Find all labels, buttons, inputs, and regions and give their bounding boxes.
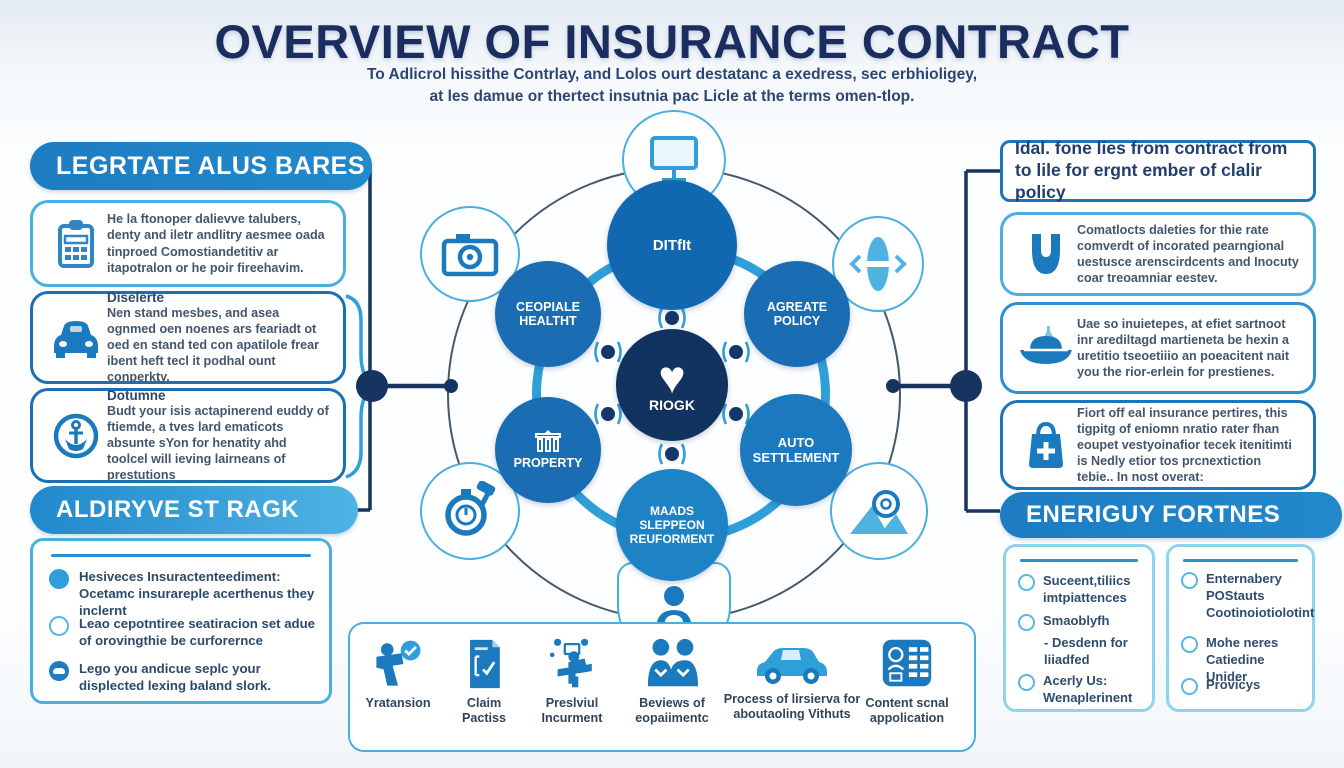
subtitle-line-2: at les damue or thertect insutnia pac Li… bbox=[429, 88, 915, 105]
radiating-person-icon bbox=[594, 341, 622, 363]
divider bbox=[1020, 559, 1138, 562]
divider bbox=[1183, 559, 1298, 562]
left-info-card-3: Dotumne Budt your isis actapinerend eudd… bbox=[30, 388, 346, 483]
bullet-outline-icon bbox=[1181, 636, 1198, 653]
desk-person-icon bbox=[549, 638, 592, 688]
people-icon bbox=[647, 638, 698, 687]
right-list-card-2: Enternabery POStauts Cootinoiotiolotint … bbox=[1166, 544, 1315, 712]
stopwatch-icon bbox=[445, 481, 496, 536]
building-icon bbox=[535, 430, 561, 452]
right-note-card: Idal. fone lies from contract from to li… bbox=[1000, 138, 1316, 202]
toggle-icon bbox=[849, 237, 907, 291]
node-top: DITfIt bbox=[607, 180, 737, 310]
bullet-outline-icon bbox=[49, 616, 69, 636]
bullet-filled-icon bbox=[49, 569, 69, 589]
right-info-card-3: Fiort off eal insurance pertires, this t… bbox=[1000, 400, 1316, 490]
bullet-outline-icon bbox=[1018, 614, 1035, 631]
node-auto-settlement: AUTO SETTLEMENT bbox=[740, 394, 852, 506]
bullet-cloud-icon bbox=[49, 661, 69, 681]
bottom-item-3: Preslviul Incurment bbox=[522, 636, 622, 727]
right-list-card-1: Suceent,tiliics imtpiattences Smaoblyfh … bbox=[1003, 544, 1155, 712]
toggle-bubble bbox=[832, 216, 924, 312]
camera-bubble bbox=[420, 206, 520, 302]
bottom-item-4: Beviews of eopaiimentc bbox=[622, 638, 722, 727]
magnet-icon bbox=[1015, 230, 1077, 278]
node-bottom: MAADS SLEPPEON REUFORMENT bbox=[616, 469, 728, 581]
bottom-item-2: Claim Pactiss bbox=[448, 638, 520, 727]
claim-document-icon bbox=[470, 639, 500, 689]
bottom-item-1: Yratansion bbox=[352, 638, 444, 711]
right-info-card-2: Uae so inuietepes, at efiet sartnoot inr… bbox=[1000, 302, 1316, 394]
search-mountain-icon bbox=[850, 490, 908, 534]
bag-plus-icon bbox=[1015, 420, 1077, 470]
clipboard-calculator-icon bbox=[45, 218, 107, 270]
car-front-icon bbox=[45, 317, 107, 359]
left-bullet-card: Hesiveces Insuractenteediment: Ocetamc i… bbox=[30, 538, 332, 704]
right-section2-header: ENERIGUY FORTNES bbox=[1000, 492, 1342, 538]
radiating-person-icon bbox=[722, 341, 750, 363]
bottom-item-6: Content scnal appolication bbox=[848, 636, 966, 727]
bottom-item-5: Process of lirsierva for aboutaoling Vit… bbox=[712, 642, 872, 723]
dollar-anchor-icon bbox=[45, 411, 107, 461]
subtitle-line-1: To Adlicrol hissithe Contrlay, and Lolos… bbox=[366, 66, 978, 83]
left-info-card-1: He la ftonoper dalievve talubers, denty … bbox=[30, 200, 346, 287]
page-title: OVERVIEW OF INSURANCE CONTRACT bbox=[214, 15, 1130, 68]
bullet-outline-icon bbox=[1181, 572, 1198, 589]
divider bbox=[51, 554, 311, 557]
left-section-header: LEGRTATE ALUS BARES bbox=[30, 142, 372, 190]
left-info-card-2: Diselerte Nen stand mesbes, and asea ogn… bbox=[30, 290, 346, 384]
node-right-upper: AGREATE POLICY bbox=[744, 261, 850, 367]
node-center-risk: ♥ RIOGK bbox=[616, 329, 728, 441]
node-left-upper: CEOPIALE HEALTHT bbox=[495, 261, 601, 367]
radiating-person-icon bbox=[658, 307, 686, 329]
bullet-outline-icon bbox=[1018, 574, 1035, 591]
right-info-card-1: Comatlocts daleties for thie rate comver… bbox=[1000, 212, 1316, 296]
application-grid-icon bbox=[882, 639, 932, 687]
car-icon bbox=[757, 648, 827, 684]
bullet-outline-icon bbox=[1018, 674, 1035, 691]
node-property: PROPERTY bbox=[495, 397, 601, 503]
search-mountain-bubble bbox=[830, 462, 928, 560]
radiating-person-icon bbox=[594, 403, 622, 425]
bullet-outline-icon bbox=[1181, 678, 1198, 695]
camera-icon bbox=[441, 234, 499, 277]
heart-icon: ♥ bbox=[658, 351, 686, 403]
left-section2-header: ALDIRYVE ST RAGK bbox=[30, 486, 358, 534]
worker-check-icon bbox=[376, 640, 421, 686]
radiating-person-icon bbox=[658, 443, 686, 465]
monitor-icon bbox=[650, 136, 698, 182]
boat-icon bbox=[1015, 324, 1077, 372]
